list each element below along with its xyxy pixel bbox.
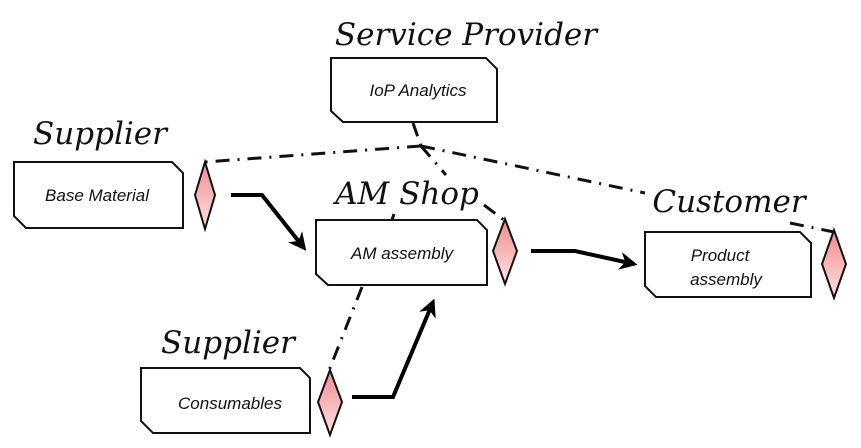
info-flow-hub-to-base-material <box>204 144 422 164</box>
process-box-product-assembly[interactable] <box>644 231 812 298</box>
node-supplier-base-material: Supplier Base Material <box>13 116 217 233</box>
process-box-base-material[interactable] <box>13 161 184 229</box>
process-box-iop-analytics[interactable] <box>330 57 498 123</box>
info-flow-am-to-consumables <box>326 286 364 374</box>
process-label-base-material: Base Material <box>45 186 150 205</box>
process-box-consumables[interactable] <box>140 367 311 434</box>
info-flow-customer-to-interface <box>789 221 835 234</box>
information-flows <box>204 122 835 374</box>
info-flow-hub-to-am-shop <box>419 145 448 176</box>
interface-diamond-am-shop[interactable] <box>491 216 519 287</box>
material-flow-am-to-product <box>531 249 638 270</box>
node-service-provider: Service Provider IoP Analytics <box>330 17 599 123</box>
process-label-product-line2: assembly <box>690 270 763 289</box>
node-customer: Customer Product assembly <box>644 184 848 302</box>
material-flow-base-to-am <box>231 193 307 251</box>
process-label-iop-analytics: IoP Analytics <box>369 81 467 100</box>
material-flows <box>231 193 638 399</box>
interface-diamond-customer[interactable] <box>820 226 848 302</box>
interface-diamond-consumables[interactable] <box>316 367 344 438</box>
role-title-customer: Customer <box>652 184 807 220</box>
node-am-shop: AM Shop AM assembly <box>315 176 519 287</box>
info-flow-am-shop-to-interface <box>483 203 505 222</box>
process-label-product-line1: Product <box>691 246 751 265</box>
interface-diamond-base-material[interactable] <box>193 158 217 233</box>
process-label-am-assembly: AM assembly <box>350 244 455 263</box>
role-title-service-provider: Service Provider <box>335 17 599 53</box>
material-flow-consumables-to-am <box>352 298 436 399</box>
info-flow-hub-to-customer <box>420 144 646 195</box>
role-title-supplier-consumables: Supplier <box>161 325 297 361</box>
node-supplier-consumables: Supplier Consumables <box>140 325 344 438</box>
process-box-am-assembly[interactable] <box>315 219 488 286</box>
process-label-consumables: Consumables <box>178 394 282 413</box>
role-title-am-shop: AM Shop <box>332 176 479 212</box>
info-flow-analytics-to-hub <box>411 122 423 147</box>
role-title-supplier-base: Supplier <box>33 116 169 152</box>
